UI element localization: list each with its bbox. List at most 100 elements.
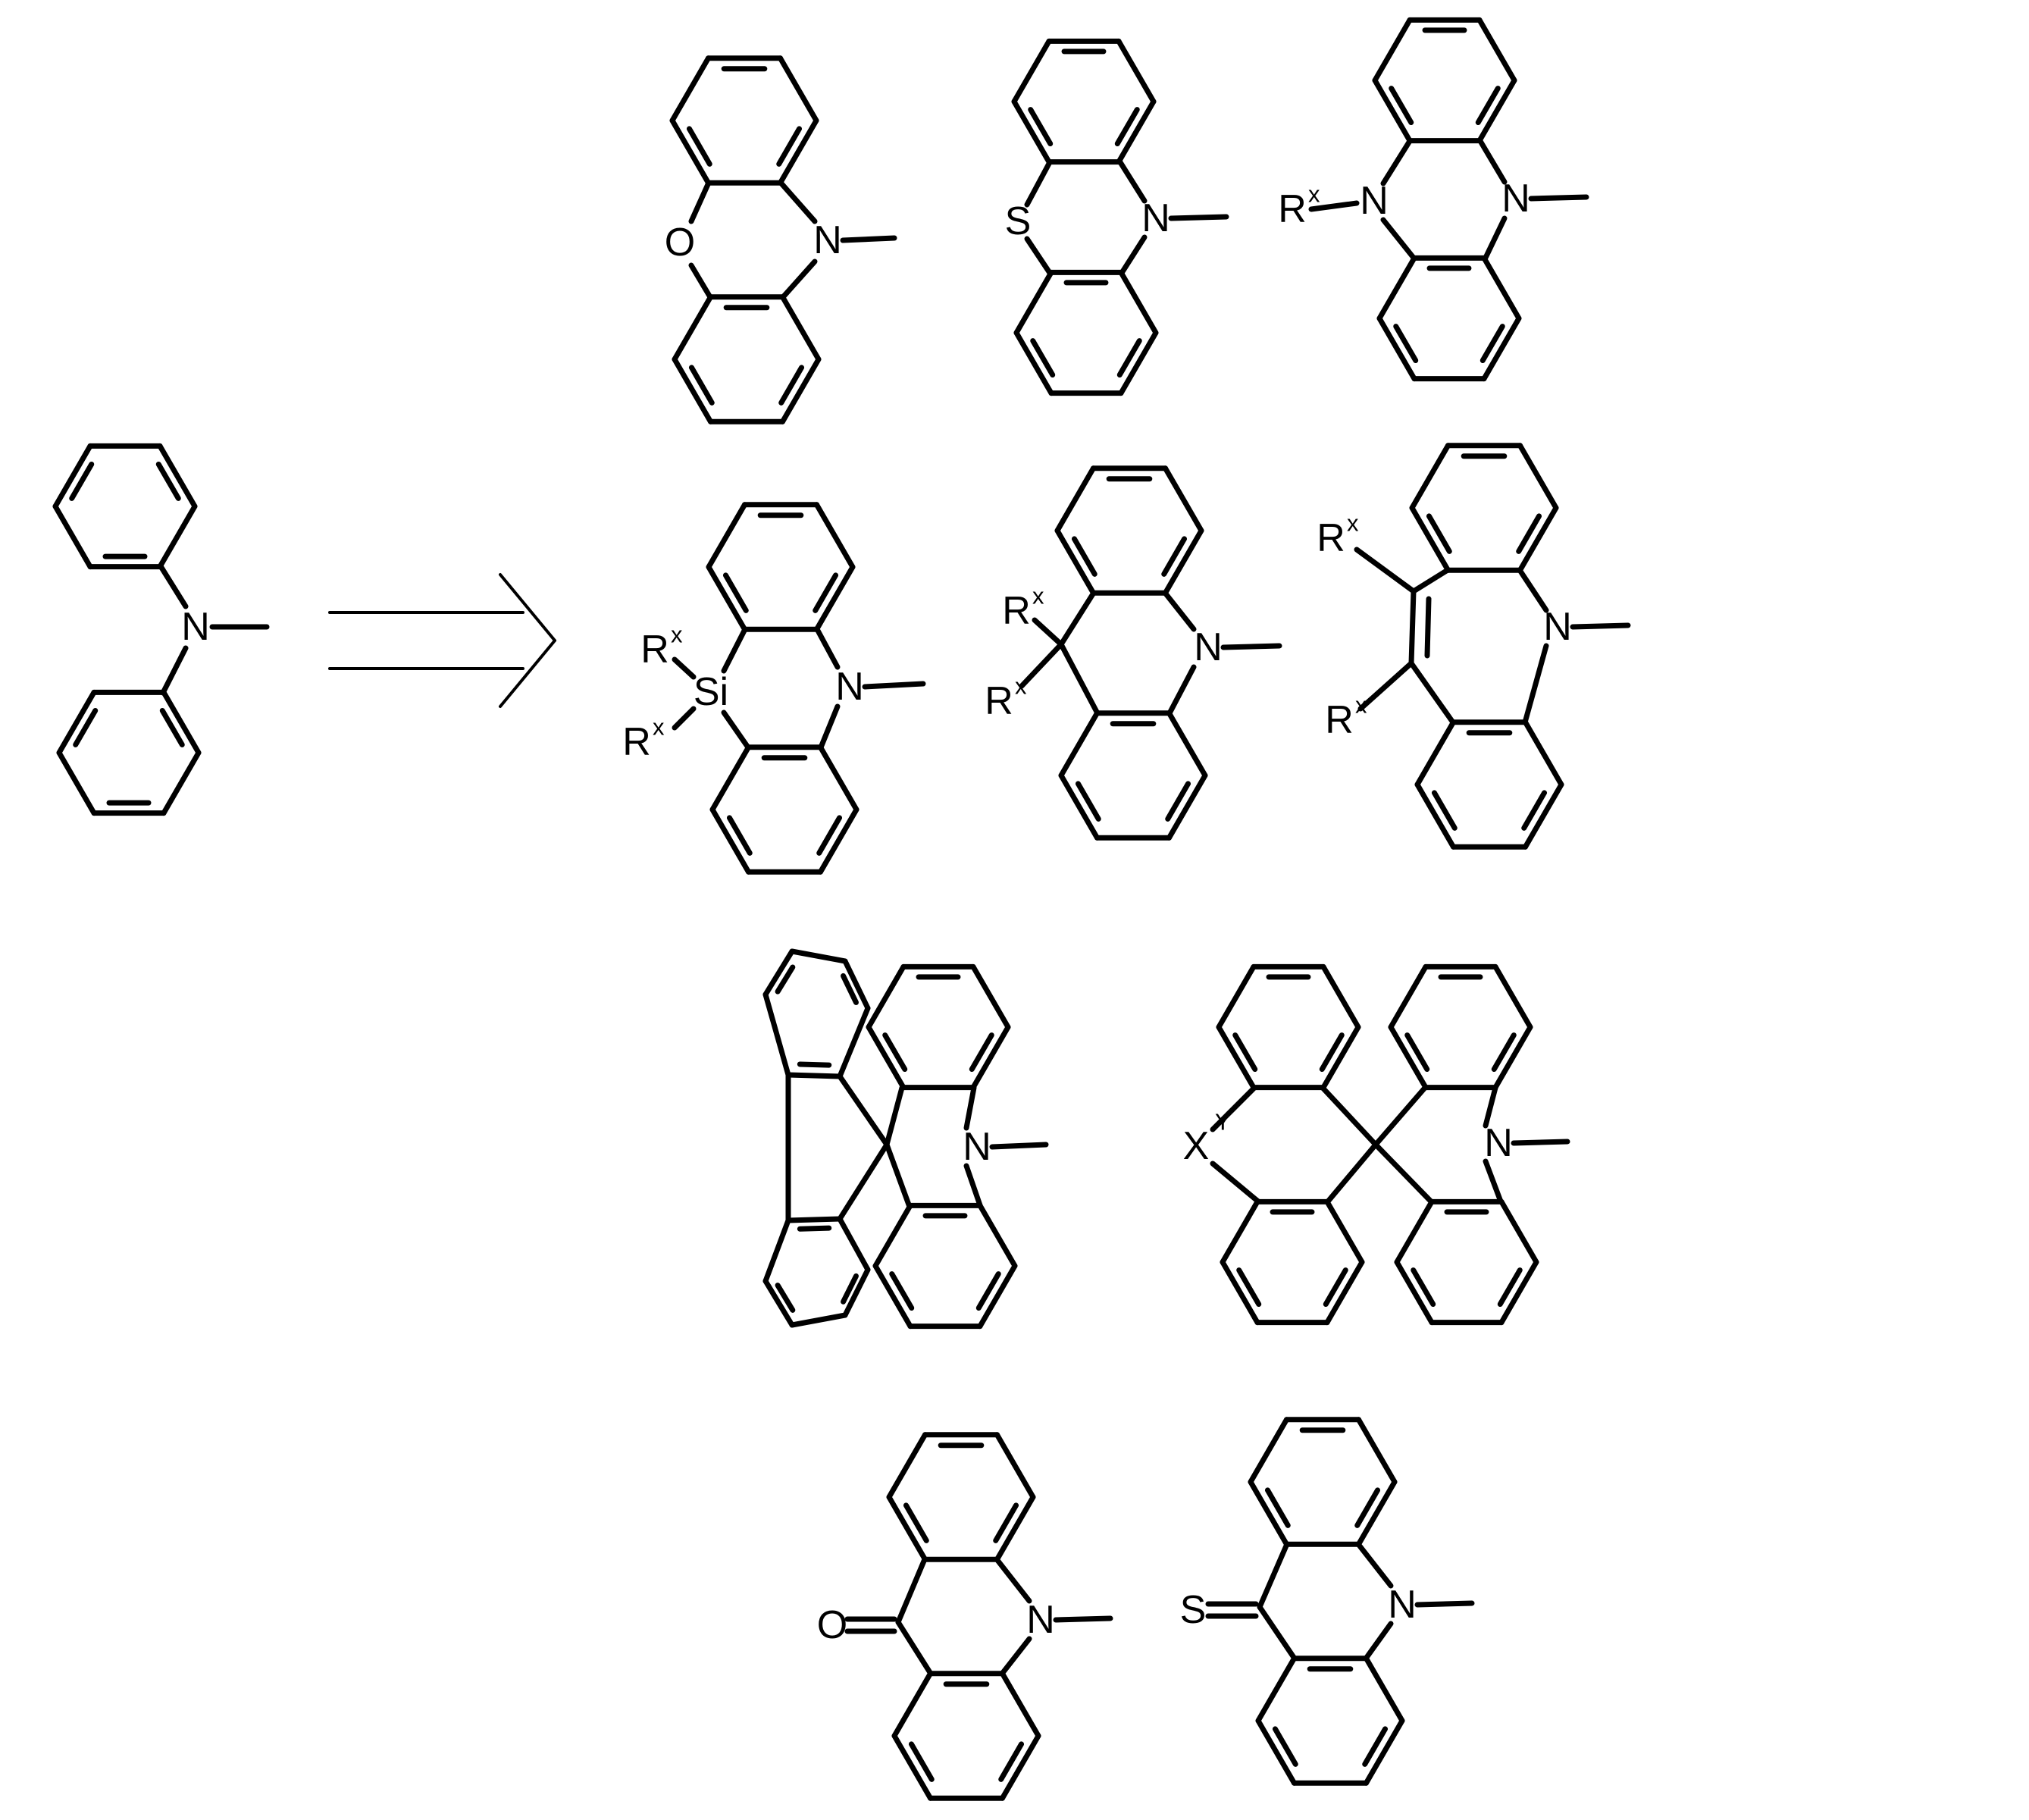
bond	[1260, 1607, 1295, 1659]
bond	[966, 1166, 980, 1205]
bond	[1165, 593, 1194, 629]
bond	[1376, 1088, 1425, 1145]
bond	[1327, 1201, 1362, 1262]
atom-label-n: N	[1484, 1121, 1513, 1165]
bond	[783, 297, 819, 359]
bond	[1486, 1161, 1501, 1201]
atom-label-r: R	[640, 628, 669, 672]
reaction-arrow	[330, 575, 555, 706]
atom-label-r: R	[1002, 589, 1031, 633]
thioacridone-structure: S N	[1180, 1583, 1417, 1632]
atom-label-s: S	[1005, 199, 1032, 243]
diphenylamine-structure: N	[181, 605, 210, 649]
atom-label-r: R	[1317, 516, 1345, 560]
dihydrophenazine-structure: R x N N	[1278, 177, 1530, 231]
bond	[783, 262, 815, 297]
bond	[766, 1220, 788, 1281]
atom-label-r: R	[622, 720, 651, 764]
atom-label-r: R	[1278, 187, 1307, 231]
bond	[1358, 1544, 1391, 1586]
bond	[1366, 1624, 1391, 1659]
bond	[1383, 141, 1410, 183]
atom-label-n: N	[1360, 179, 1389, 223]
bond	[59, 753, 94, 813]
bond	[1223, 1201, 1257, 1262]
bond	[800, 1064, 828, 1065]
atom-label-n: N	[1141, 196, 1170, 240]
bond	[1035, 620, 1061, 644]
bond	[1411, 591, 1414, 663]
bond	[55, 506, 90, 567]
atom-label-n: N	[1026, 1598, 1055, 1642]
bond	[1531, 197, 1586, 199]
atom-label-si: Si	[694, 670, 728, 714]
bond	[1323, 966, 1358, 1027]
bond	[821, 706, 838, 747]
bond	[887, 1145, 910, 1207]
bond	[1258, 1659, 1295, 1721]
bond	[1061, 713, 1097, 775]
bond	[1525, 646, 1546, 722]
bond	[1061, 593, 1094, 644]
bond	[840, 1219, 868, 1270]
bond	[840, 1145, 887, 1219]
superscript-x: x	[671, 622, 683, 648]
bond	[898, 1559, 925, 1622]
bond	[1573, 625, 1628, 627]
bond	[1328, 1145, 1376, 1201]
bond	[1411, 663, 1453, 722]
bond	[894, 1674, 931, 1736]
atom-label-o: O	[665, 221, 695, 265]
bond-layer	[55, 20, 1628, 1798]
bond	[1360, 663, 1411, 709]
bond	[966, 1088, 974, 1128]
bond	[709, 505, 745, 567]
bond	[821, 747, 857, 810]
bond	[1480, 141, 1505, 182]
bond	[1171, 217, 1226, 218]
bond	[980, 1205, 1015, 1266]
bond	[1359, 1420, 1395, 1482]
bond	[1412, 446, 1448, 508]
atom-label-n: N	[1194, 625, 1223, 669]
bond	[1016, 272, 1051, 333]
bond	[1486, 218, 1505, 258]
bond	[1121, 272, 1156, 333]
bond	[1223, 646, 1279, 647]
bond	[800, 1228, 828, 1229]
bond	[1391, 966, 1426, 1027]
bond	[691, 183, 709, 221]
bond	[1479, 20, 1514, 80]
bond	[898, 1622, 931, 1674]
bond	[1367, 1659, 1403, 1721]
bond	[840, 1008, 868, 1076]
bond	[1003, 1674, 1039, 1736]
bond	[792, 1315, 845, 1325]
bond	[672, 58, 709, 121]
bond	[889, 1435, 925, 1497]
bond	[1484, 258, 1519, 318]
bond	[724, 713, 748, 747]
bond	[1002, 1639, 1029, 1674]
bond	[1323, 1088, 1376, 1145]
bond	[164, 753, 199, 813]
bond	[160, 506, 195, 567]
bond	[1526, 722, 1562, 785]
bond	[1057, 468, 1094, 531]
bond	[712, 747, 749, 810]
bond	[1027, 162, 1050, 205]
bond	[792, 951, 845, 961]
bond	[1014, 41, 1049, 102]
bond	[1169, 667, 1194, 713]
superscript-x: x	[1032, 583, 1044, 609]
bond	[1022, 644, 1061, 686]
bond	[1120, 162, 1144, 201]
bond	[691, 265, 710, 297]
superscript-x: x	[1355, 692, 1367, 719]
atom-label-n: N	[181, 605, 210, 649]
atom-label-r: R	[1325, 698, 1354, 742]
bond	[1260, 1544, 1287, 1607]
bond	[1219, 966, 1254, 1027]
atom-label-x: X	[1183, 1124, 1210, 1168]
bond	[997, 1559, 1029, 1601]
